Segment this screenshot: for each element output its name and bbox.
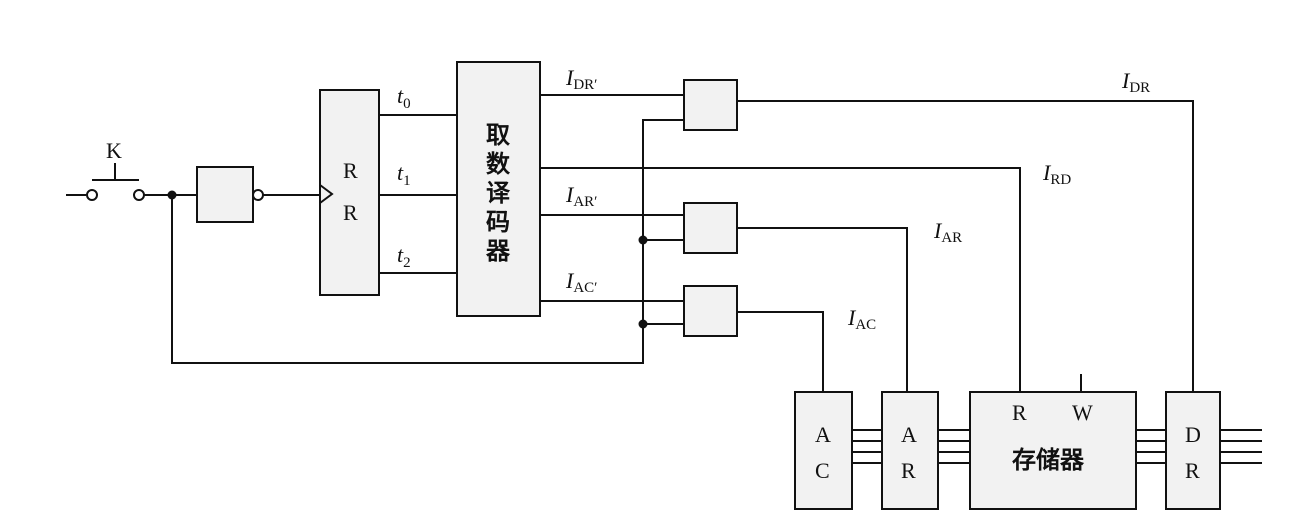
decoder-outputs: IDR′ IAR′ IAC′: [540, 65, 684, 302]
junction-dot: [638, 319, 648, 329]
and-gate-ac: [683, 285, 738, 337]
ring-register-label-2: R: [343, 200, 358, 225]
switch-label: K: [106, 138, 122, 163]
dr-label-1: D: [1185, 422, 1201, 447]
junction-dot: [638, 235, 648, 245]
ar-label-1: A: [901, 422, 917, 447]
control-signals: IDR IRD IAR IAC: [540, 68, 1201, 412]
data-buses: [852, 429, 1262, 464]
timing-outputs: t0 t1 t2: [379, 83, 457, 274]
i-dr-prime-label: IDR′: [565, 65, 597, 93]
decoder-char-1: 取: [486, 121, 510, 149]
t2-label: t2: [397, 242, 411, 271]
decoder-char-2: 数: [486, 150, 511, 178]
memory-unit: R W 存储器: [969, 374, 1137, 510]
t1-label: t1: [397, 160, 411, 189]
i-ac-label: IAC: [847, 305, 876, 333]
dr-register: D R: [1165, 391, 1221, 510]
i-dr-label: IDR: [1121, 68, 1150, 96]
and-gate-ar: [683, 202, 738, 254]
ar-label-2: R: [901, 458, 916, 483]
t0-label: t0: [397, 83, 411, 112]
memory-name: 存储器: [1012, 446, 1085, 474]
dr-label-2: R: [1185, 458, 1200, 483]
memory-write-label: W: [1072, 400, 1093, 425]
i-ac-prime-label: IAC′: [565, 268, 597, 296]
and-gates: [683, 79, 738, 337]
decoder-char-3: 译: [486, 179, 511, 207]
memory-read-label: R: [1012, 400, 1027, 425]
decoder-char-4: 码: [486, 208, 510, 236]
start-switch: K: [66, 138, 197, 201]
ac-register: A C: [794, 391, 853, 510]
ar-register: A R: [881, 391, 939, 510]
feedback-line: [171, 119, 684, 364]
decoder-char-5: 器: [485, 237, 511, 265]
ac-label-2: C: [815, 458, 830, 483]
i-ar-prime-label: IAR′: [565, 182, 597, 210]
i-rd-label: IRD: [1042, 160, 1071, 188]
i-ar-label: IAR: [933, 218, 962, 246]
ring-register-label-1: R: [343, 158, 358, 183]
ac-label-1: A: [815, 422, 831, 447]
inverter-gate: [196, 166, 320, 223]
ring-register: R R: [319, 89, 380, 296]
fetch-decoder: 取 数 译 码 器: [456, 61, 541, 317]
and-gate-dr: [683, 79, 738, 131]
